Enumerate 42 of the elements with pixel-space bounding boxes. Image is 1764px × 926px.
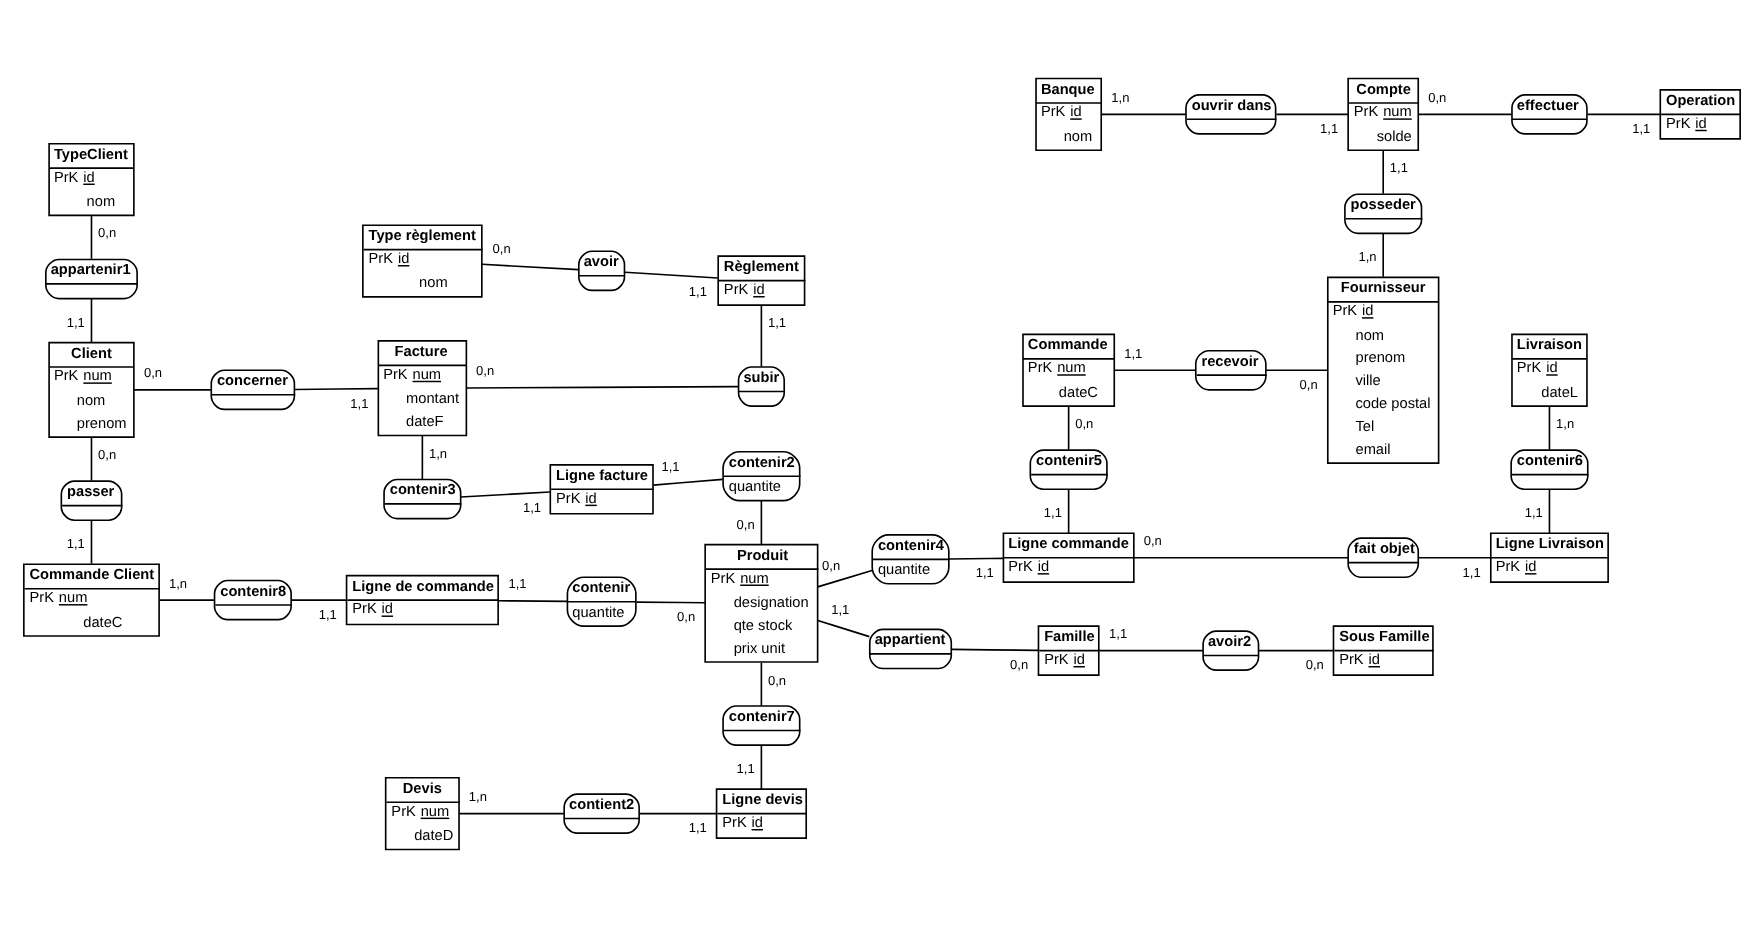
connector bbox=[290, 598, 348, 600]
connector bbox=[460, 490, 551, 497]
connector bbox=[760, 303, 763, 367]
connector bbox=[1417, 555, 1492, 558]
connector bbox=[1382, 148, 1385, 194]
connector bbox=[1275, 112, 1349, 115]
connector bbox=[652, 477, 724, 485]
connector bbox=[90, 213, 93, 259]
connector bbox=[158, 598, 215, 600]
connector bbox=[90, 435, 93, 481]
connector bbox=[816, 568, 873, 587]
connector bbox=[624, 270, 719, 278]
connector bbox=[1098, 648, 1204, 651]
connector bbox=[1586, 112, 1661, 115]
connector bbox=[1548, 404, 1551, 450]
connector bbox=[1382, 231, 1385, 277]
connector bbox=[133, 388, 212, 390]
connector bbox=[1113, 368, 1197, 371]
connector bbox=[458, 811, 565, 814]
connector bbox=[497, 598, 569, 602]
connector bbox=[90, 518, 93, 564]
connector bbox=[1067, 487, 1070, 533]
connector bbox=[760, 498, 763, 545]
connector bbox=[1100, 112, 1187, 115]
connector bbox=[1417, 112, 1513, 115]
connector bbox=[638, 811, 718, 814]
connector bbox=[465, 384, 739, 388]
connector bbox=[1133, 555, 1349, 558]
connector bbox=[293, 386, 379, 390]
connector bbox=[951, 647, 1039, 651]
connector bbox=[421, 434, 424, 479]
connector bbox=[481, 262, 580, 270]
connector bbox=[90, 296, 93, 343]
connector bbox=[1265, 368, 1329, 371]
connector bbox=[1067, 404, 1070, 450]
connector bbox=[1548, 487, 1551, 533]
connector bbox=[760, 743, 763, 789]
connector bbox=[816, 618, 871, 637]
connector bbox=[948, 556, 1005, 559]
connector bbox=[1258, 648, 1335, 651]
connector bbox=[635, 600, 706, 603]
connector bbox=[760, 660, 763, 706]
